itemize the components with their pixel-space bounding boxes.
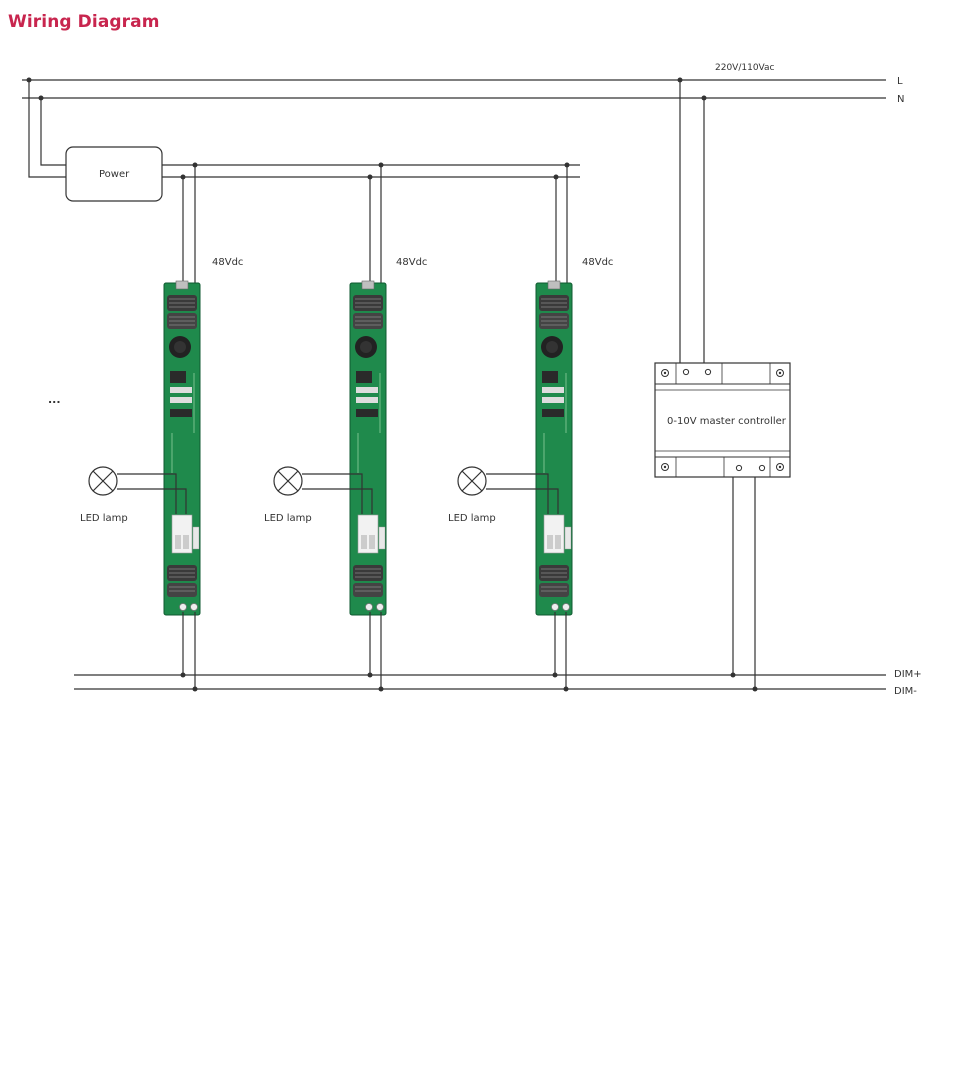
dc-label-1: 48Vdc bbox=[212, 257, 243, 268]
dc-label-3: 48Vdc bbox=[582, 257, 613, 268]
line-l-label: L bbox=[897, 76, 903, 87]
driver-board-1 bbox=[163, 280, 201, 616]
dim-plus-label: DIM+ bbox=[894, 669, 922, 680]
voltage-ac-label: 220V/110Vac bbox=[715, 63, 775, 73]
ellipsis-label: ... bbox=[48, 393, 61, 406]
power-label: Power bbox=[99, 169, 130, 180]
diagram-title: Wiring Diagram bbox=[8, 12, 160, 32]
led-lamp-label-1: LED lamp bbox=[80, 513, 128, 524]
led-lamp-1 bbox=[88, 466, 118, 496]
power-supply-box bbox=[65, 146, 163, 202]
driver-board-2 bbox=[349, 280, 387, 616]
line-n-label: N bbox=[897, 94, 904, 105]
led-lamp-2 bbox=[273, 466, 303, 496]
led-lamp-label-2: LED lamp bbox=[264, 513, 312, 524]
controller-label: 0-10V master controller bbox=[667, 416, 787, 427]
dim-minus-label: DIM- bbox=[894, 686, 917, 697]
dc-label-2: 48Vdc bbox=[396, 257, 427, 268]
master-controller bbox=[654, 362, 791, 478]
driver-board-3 bbox=[535, 280, 573, 616]
led-lamp-3 bbox=[457, 466, 487, 496]
led-lamp-label-3: LED lamp bbox=[448, 513, 496, 524]
